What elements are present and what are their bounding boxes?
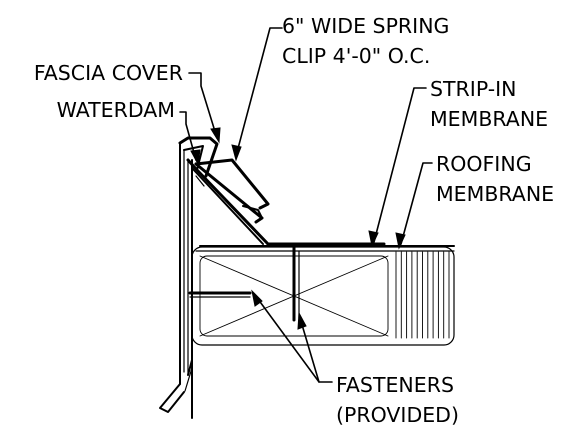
roofing-membrane [195,245,455,252]
roofing-label-line2: MEMBRANE [436,182,554,206]
fascia-cover-top [178,136,219,178]
waterdam-label: WATERDAM [57,98,175,122]
leader-fascia-cover [188,72,221,144]
waterdam-sloped-cover [186,158,270,246]
spring-clip [194,158,270,224]
leader-spring-clip [231,27,283,162]
strip-in-label-line1: STRIP-IN [430,77,517,101]
leader-fasteners [251,289,333,383]
leader-roofing [395,162,433,250]
leader-waterdam [179,111,201,166]
fastener-vertical [292,244,300,322]
fastener-horizontal [188,291,252,298]
strip-in-label-line2: MEMBRANE [430,107,548,131]
spring-clip-label-line2: CLIP 4'-0" O.C. [282,44,430,68]
fasteners-label-line1: FASTENERS [336,373,454,397]
fascia-cover-label: FASCIA COVER [34,61,183,85]
spring-clip-label-line1: 6" WIDE SPRING [282,14,449,38]
roofing-label-line1: ROOFING [436,152,532,176]
fascia-wall [159,142,193,419]
roofing-membrane-hatch [395,251,450,339]
wood-nailer [191,246,455,346]
leader-strip-in [368,87,427,248]
fasteners-label-line2: (PROVIDED) [336,403,459,427]
